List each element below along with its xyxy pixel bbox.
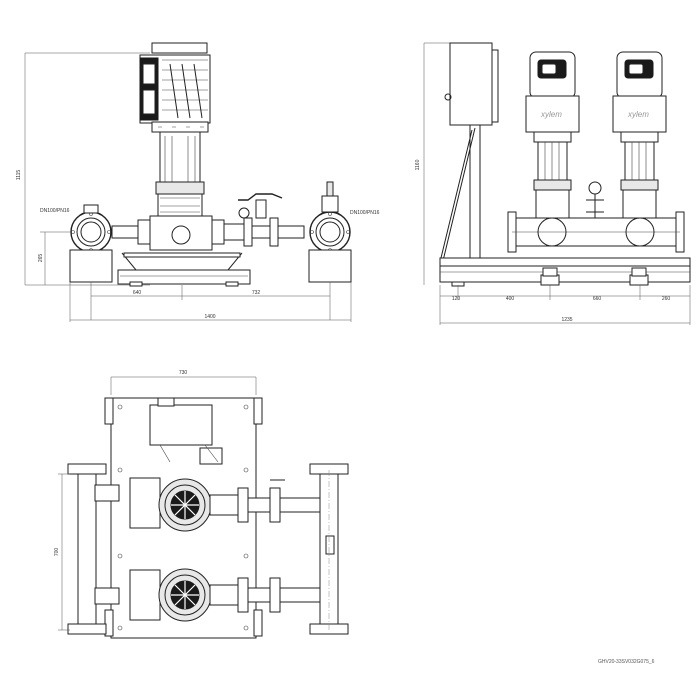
control-cabinet [449, 42, 493, 126]
plan-pump1 [129, 477, 321, 532]
base-frame [117, 269, 251, 285]
plan-dim-width: 730 [179, 370, 188, 376]
pump1-brand: xylem [540, 110, 562, 119]
front-dim-left: 640 [133, 290, 142, 296]
motor-top-cap [151, 42, 208, 54]
suction-header [69, 249, 113, 283]
front-outlet-label: DN100/PN16 [350, 210, 380, 216]
discharge-pipe [277, 225, 305, 239]
side-dim-c: 660 [593, 296, 602, 302]
side-view: 1160 xylem [415, 42, 691, 325]
side-dim-d: 260 [662, 296, 671, 302]
pump-base-casting [149, 215, 213, 251]
suction-pipe [111, 225, 139, 239]
pump-stack [159, 131, 201, 185]
plan-view: 730 [54, 370, 349, 639]
drawing-reference: GHV20-33SV032G075_6 [598, 659, 655, 665]
discharge-header [308, 249, 352, 283]
side-dim-b: 400 [506, 296, 515, 302]
side-dim-height: 1160 [415, 159, 421, 170]
front-dim-inlet-height: 265 [38, 254, 44, 263]
isolation-valve-handle [238, 193, 283, 201]
front-view: 1115 DN100/PN16 265 [16, 42, 380, 322]
pressure-gauge-port [321, 195, 339, 213]
plan-control-cabinet [149, 404, 213, 446]
pressure-gauge [588, 181, 602, 195]
plan-suction-header [77, 469, 97, 631]
plan-pump2 [129, 568, 321, 622]
front-dim-right: 732 [252, 290, 261, 296]
front-dim-height: 1115 [16, 170, 22, 181]
side-base-rail [439, 257, 691, 267]
pump2-brand: xylem [627, 110, 649, 119]
front-dim-total: 1400 [204, 314, 215, 320]
side-dim-a: 120 [452, 296, 461, 302]
front-inlet-label: DN100/PN16 [40, 208, 70, 214]
side-dim-total: 1235 [561, 317, 572, 323]
pump2-motor [612, 95, 667, 133]
plan-dim-depth: 700 [54, 548, 60, 557]
